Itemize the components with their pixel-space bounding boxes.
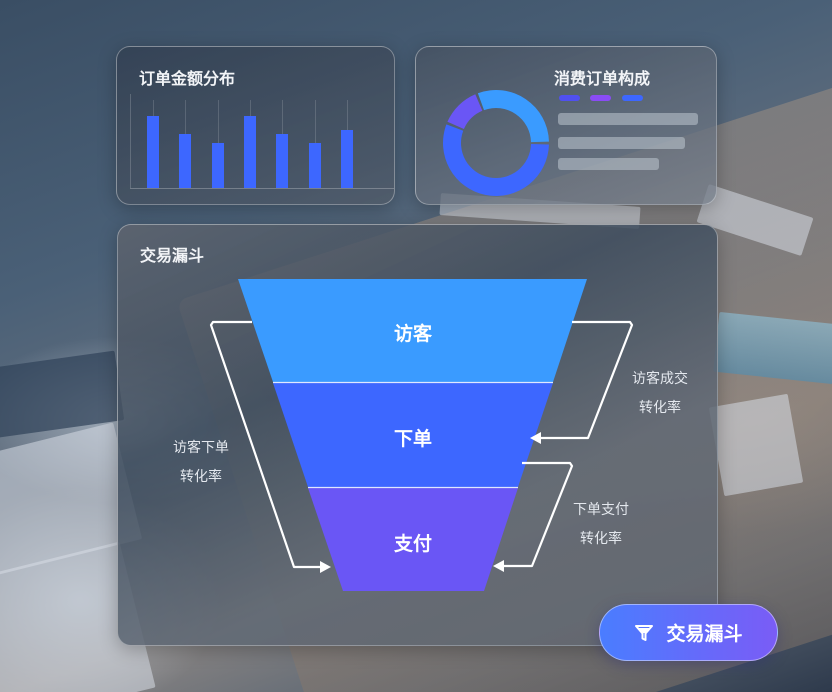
placeholder-line [558,113,698,125]
placeholder-line [558,137,685,149]
order-composition-card: 消费订单构成 [415,46,717,205]
funnel-stage-label: 支付 [393,533,432,555]
conversion-rate-label: 下单支付 转化率 [573,502,629,547]
card-title: 订单金额分布 [139,69,236,88]
funnel-stage-label: 访客 [393,323,432,345]
bar [243,116,256,188]
bar [308,143,321,188]
card-title: 消费订单构成 [554,69,651,88]
placeholder-line [558,158,659,170]
bar [276,134,289,188]
conversion-rate-label: 访客下单 转化率 [173,440,229,485]
trade-funnel-button[interactable]: 交易漏斗 [599,604,778,661]
background-paper [713,311,832,385]
legend-swatch [559,95,580,101]
card-title: 交易漏斗 [140,246,205,265]
donut-chart [443,90,549,196]
bar [179,134,192,188]
donut-segment [447,94,483,130]
donut-segment [443,124,549,196]
x-axis [130,188,394,189]
y-axis [130,94,131,188]
button-label: 交易漏斗 [666,623,743,645]
filter-icon [635,624,654,641]
legend-swatch [622,95,643,101]
donut-segment [477,90,549,143]
funnel-stage-label: 下单 [393,428,432,450]
bar [147,116,159,188]
legend-swatch [590,95,611,101]
conversion-rate-label: 访客成交 转化率 [632,371,688,416]
background-paper [708,393,804,497]
order-amount-card: 订单金额分布 [116,46,395,205]
bar [211,143,224,188]
bar [340,130,353,188]
